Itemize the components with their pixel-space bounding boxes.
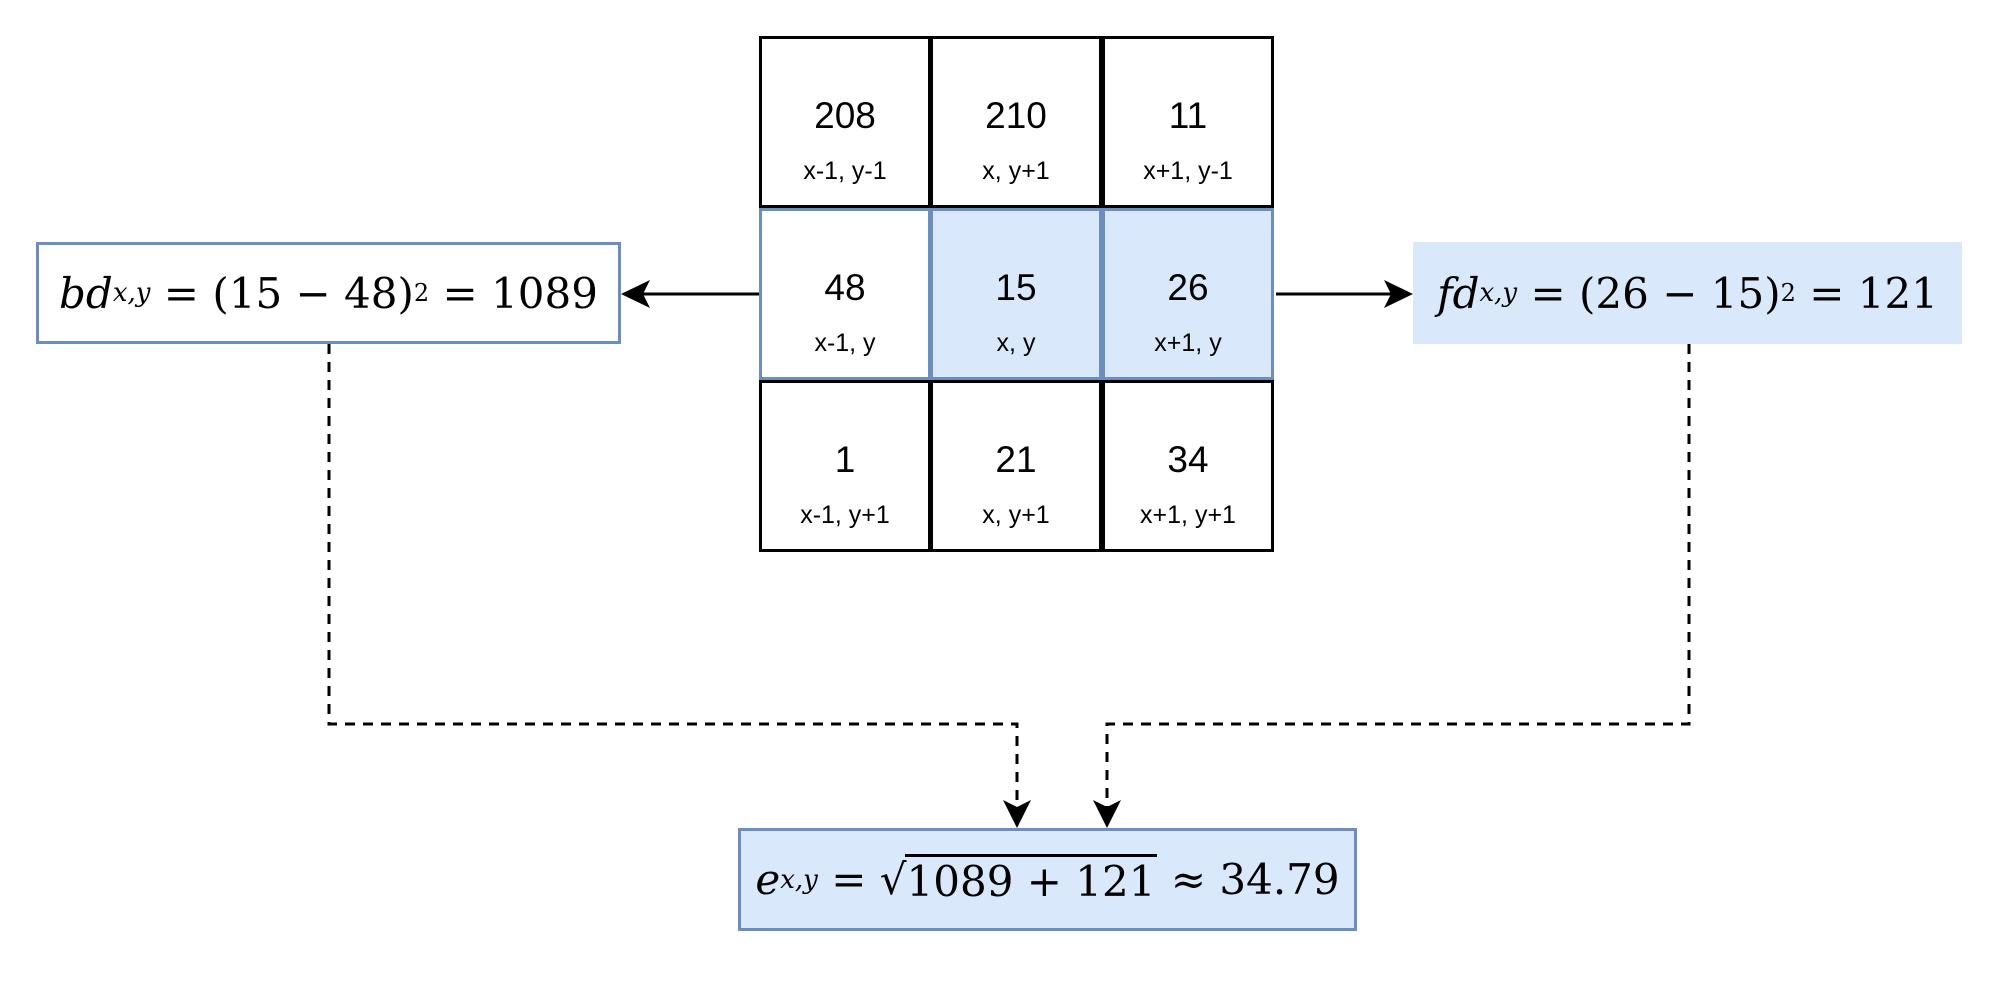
forward-exponent: 2 [1780,279,1796,307]
energy-sub: x,y [780,864,818,895]
grid-cell: 1 x-1, y+1 [759,380,931,552]
grid-cell: 15 x, y [930,208,1102,380]
cell-coordinate: x+1, y [1154,329,1222,357]
cell-value: 34 [1167,439,1209,480]
cell-coordinate: x-1, y [814,329,876,357]
grid-cell: 210 x, y+1 [930,36,1102,208]
cell-value: 208 [814,95,876,136]
backward-var: bd [59,268,113,318]
grid-cell: 34 x+1, y+1 [1102,380,1274,552]
cell-coordinate: x, y [996,329,1036,357]
arrowhead-down-left [1003,800,1031,828]
backward-sub: x,y [112,278,151,308]
grid-cell: 21 x, y+1 [930,380,1102,552]
backward-exponent: 2 [413,279,430,307]
grid-cell: 11 x+1, y-1 [1102,36,1274,208]
forward-var: fd [1437,268,1480,318]
dashed-backward-to-energy [327,344,1019,812]
backward-result: = 1089 [442,268,598,318]
cell-coordinate: x, y+1 [982,157,1050,185]
cell-coordinate: x, y+1 [982,501,1050,529]
forward-sub: x,y [1479,278,1518,308]
cell-coordinate: x-1, y-1 [803,157,887,185]
cell-value: 1 [834,439,856,480]
arrowhead-right [1384,280,1413,308]
cell-value: 15 [995,267,1037,308]
backward-expression: = (15 − 48) [163,268,414,318]
cell-value: 11 [1168,95,1208,136]
dashed-forward-to-energy [1105,344,1691,812]
cell-coordinate: x-1, y+1 [800,501,890,529]
grid-cell: 48 x-1, y [759,208,931,380]
cell-coordinate: x+1, y-1 [1143,157,1233,185]
grid-cell: 26 x+1, y [1102,208,1274,380]
energy-equals: = [831,855,867,904]
cell-value: 26 [1167,267,1209,308]
energy-var: e [755,855,781,904]
arrowhead-down-right [1093,800,1121,828]
cell-coordinate: x+1, y+1 [1140,501,1236,529]
cell-value: 48 [824,267,866,308]
arrowhead-left [621,280,650,308]
forward-result: = 121 [1809,268,1938,318]
energy-radicand: 1089 + 121 [904,853,1158,906]
cell-value: 21 [995,439,1037,480]
sqrt-icon: √ [879,855,907,904]
grid-cell: 208 x-1, y-1 [759,36,931,208]
energy-result: ≈ 34.79 [1170,855,1340,904]
forward-expression: = (26 − 15) [1530,268,1781,318]
cell-value: 210 [985,95,1047,136]
